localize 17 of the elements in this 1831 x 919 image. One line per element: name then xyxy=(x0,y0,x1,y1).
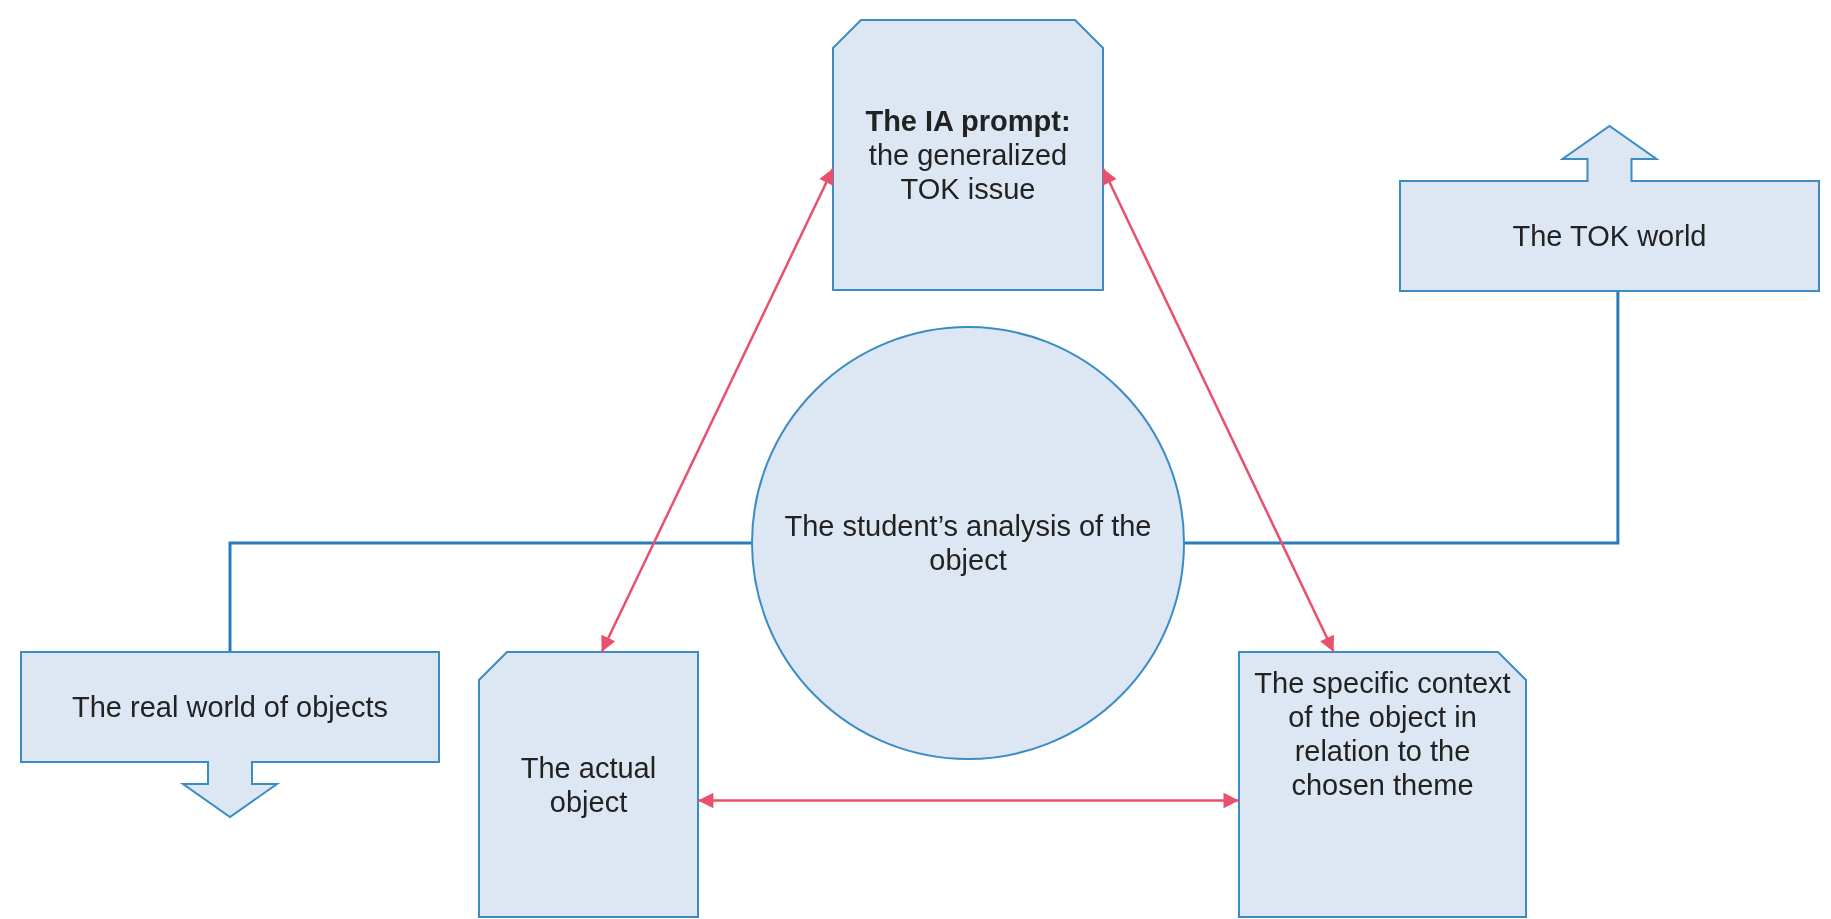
box-text: The student’s analysis of the object xyxy=(783,509,1153,577)
process-box xyxy=(1239,652,1526,917)
box-text: The real world of objects xyxy=(72,690,388,724)
arrow xyxy=(698,792,1239,809)
process-box xyxy=(21,652,439,762)
arrow xyxy=(1101,167,1335,653)
box-heading: The IA prompt: xyxy=(865,104,1071,138)
arrow xyxy=(600,167,835,653)
connector-line xyxy=(228,541,751,652)
box-text: The actual object xyxy=(519,750,658,819)
box-text: the generalized TOK issue xyxy=(867,138,1069,206)
connector-line xyxy=(1185,291,1620,545)
process-box xyxy=(479,652,698,917)
process-box xyxy=(833,20,1103,290)
box-text: The TOK world xyxy=(1512,219,1707,253)
process-box xyxy=(1400,181,1819,291)
box-text: The specific context of the object in relation to the chosen theme xyxy=(1253,666,1512,802)
